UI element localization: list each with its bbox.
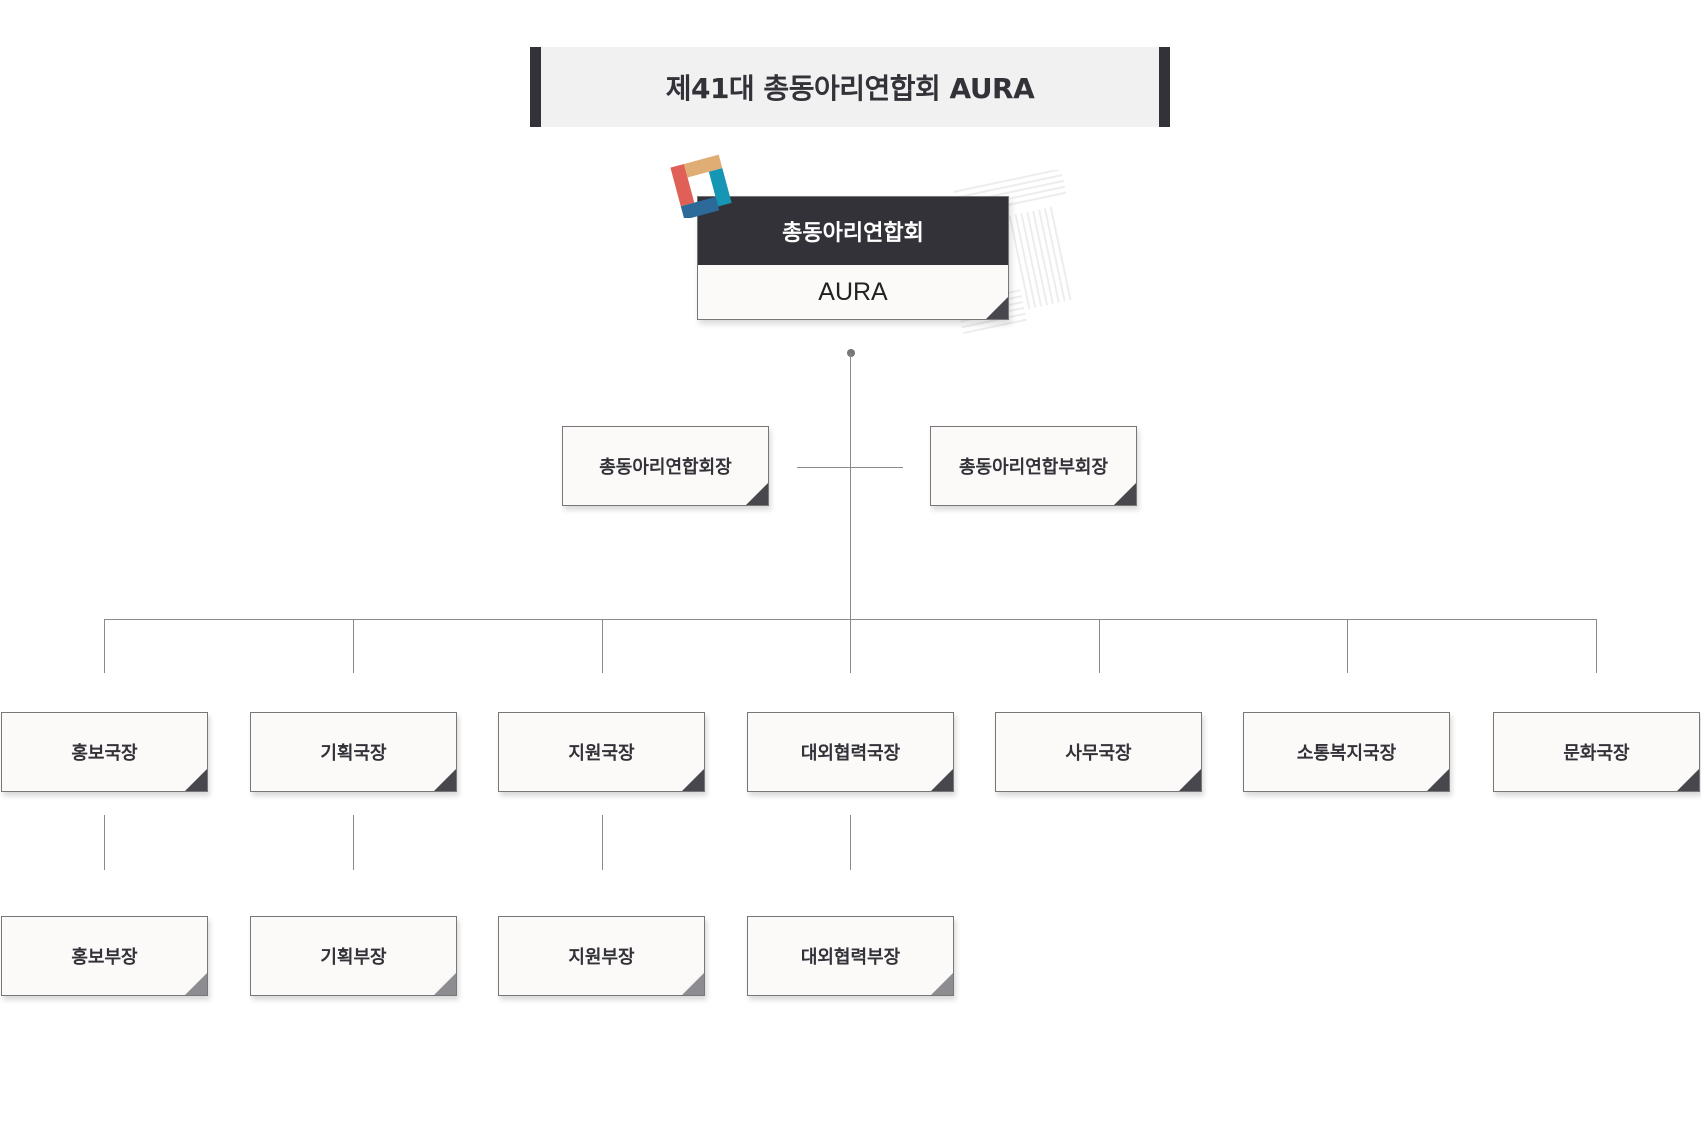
page-title: 제41대 총동아리연합회 AURA [530,47,1170,127]
director-box[interactable]: 지원국장 [498,712,705,792]
connector-line [850,815,851,870]
connector-line [104,619,1597,620]
deputy-box[interactable]: 홍보부장 [1,916,208,996]
officer-box-president[interactable]: 총동아리연합회장 [562,426,769,506]
box-label: 대외협력국장 [800,743,901,764]
director-box[interactable]: 홍보국장 [1,712,208,792]
corner-mark [746,483,768,505]
connector-line [353,815,354,870]
box-label: 대외협력부장 [800,947,901,968]
corner-mark [986,297,1008,319]
box-label: 기획국장 [320,743,387,764]
corner-mark [931,973,953,995]
box-label: 홍보부장 [71,947,138,968]
officer-box-vice-president[interactable]: 총동아리연합부회장 [930,426,1137,506]
connector-dot [847,349,855,357]
connector-line [1347,619,1348,673]
aura-logo-icon [670,154,732,218]
corner-mark [1677,769,1699,791]
corner-mark [185,769,207,791]
corner-mark [682,769,704,791]
box-label: 사무국장 [1065,743,1132,764]
connector-line [104,619,105,673]
deputy-box[interactable]: 기획부장 [250,916,457,996]
deputy-box[interactable]: 지원부장 [498,916,705,996]
corner-mark [185,973,207,995]
corner-mark [434,769,456,791]
director-box[interactable]: 사무국장 [995,712,1202,792]
box-label: 총동아리연합회장 [599,457,732,478]
box-label: 지원국장 [568,743,635,764]
box-label: 문화국장 [1563,743,1630,764]
organization-subname: AURA [818,277,888,306]
deputy-box[interactable]: 대외협력부장 [747,916,954,996]
organization-box[interactable]: 총동아리연합회 AURA [697,196,1009,320]
connector-line [104,815,105,870]
connector-line [1099,619,1100,673]
director-box[interactable]: 문화국장 [1493,712,1700,792]
director-box[interactable]: 대외협력국장 [747,712,954,792]
connector-line [602,815,603,870]
connector-line [1596,619,1597,673]
box-label: 총동아리연합부회장 [958,457,1109,478]
box-label: 지원부장 [568,947,635,968]
box-label: 기획부장 [320,947,387,968]
corner-mark [1179,769,1201,791]
box-label: 홍보국장 [71,743,138,764]
organization-name: 총동아리연합회 [698,197,1008,265]
director-box[interactable]: 소통복지국장 [1243,712,1450,792]
connector-line [353,619,354,673]
corner-mark [682,973,704,995]
corner-mark [1114,483,1136,505]
box-label: 소통복지국장 [1296,743,1397,764]
connector-line [850,353,851,673]
connector-line [602,619,603,673]
corner-mark [931,769,953,791]
corner-mark [434,973,456,995]
director-box[interactable]: 기획국장 [250,712,457,792]
connector-line [797,467,903,468]
corner-mark [1427,769,1449,791]
